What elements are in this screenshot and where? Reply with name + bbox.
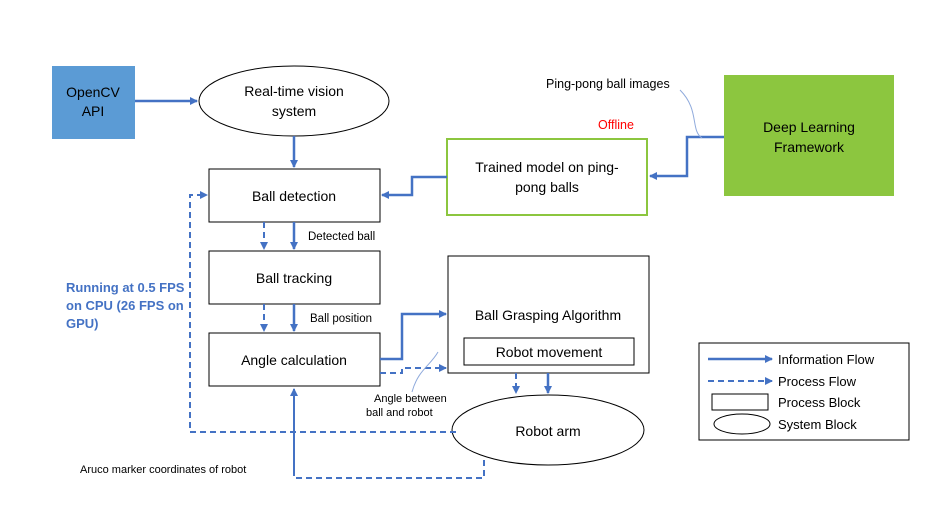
legend-system-block-label: System Block (778, 417, 857, 432)
ball-grasping-node: Ball Grasping Algorithm Robot movement (447, 255, 650, 374)
deep-learning-node: Deep Learning Framework (724, 75, 894, 196)
aruco-text: Aruco marker coordinates of robot (80, 464, 246, 476)
arrow-angle-to-grasping (380, 310, 447, 361)
dashed-arm-to-detection (189, 191, 456, 433)
leader-angle-between (411, 351, 439, 393)
angle-between-text-1: Angle between (374, 393, 447, 405)
ball-position-text: Ball position (310, 313, 372, 325)
realtime-vision-label-2: system (272, 103, 316, 119)
ball-tracking-label: Ball tracking (256, 270, 332, 286)
angle-calculation-label: Angle calculation (241, 352, 347, 368)
ping-pong-images-text: Ping-pong ball images (546, 77, 670, 91)
ball-detection-label: Ball detection (252, 188, 336, 204)
arrow-deep-learning-to-model (649, 135, 724, 180)
robot-arm-node: Robot arm (451, 394, 645, 466)
robot-arm-label: Robot arm (515, 423, 580, 439)
robot-movement-node (463, 337, 635, 366)
ball-tracking-node: Ball tracking (208, 250, 381, 305)
ball-detection-node: Ball detection (208, 168, 381, 223)
running-fps-note: Running at 0.5 FPS on CPU (26 FPS on GPU… (66, 280, 185, 331)
opencv-api-node: OpenCV API (52, 66, 135, 139)
running-text-3: GPU) (66, 316, 99, 331)
realtime-vision-label-1: Real-time vision (244, 83, 344, 99)
ball-grasping-label: Ball Grasping Algorithm (475, 307, 621, 323)
legend-information-flow-label: Information Flow (778, 352, 875, 367)
arrow-model-to-detection (381, 175, 447, 199)
robot-movement-label: Robot movement (496, 344, 603, 360)
trained-model-label-1: Trained model on ping- (475, 159, 619, 175)
leader-ping-pong (679, 89, 703, 139)
process-flow-arrows (189, 191, 520, 479)
deep-learning-label-1: Deep Learning (763, 119, 855, 135)
realtime-vision-node: Real-time vision system (198, 65, 390, 137)
running-text-1: Running at 0.5 FPS (66, 280, 185, 295)
trained-model-label-2: pong balls (515, 179, 579, 195)
running-text-2: on CPU (26 FPS on (66, 298, 184, 313)
information-flow-arrows (135, 97, 724, 394)
legend-process-block-swatch (711, 393, 769, 411)
opencv-api-label-2: API (82, 103, 105, 119)
leader-lines (411, 89, 703, 393)
legend-process-flow-label: Process Flow (778, 374, 857, 389)
legend: Information Flow Process Flow Process Bl… (698, 342, 910, 441)
angle-between-text-2: ball and robot (366, 407, 433, 419)
dashed-aruco-loop (293, 460, 485, 479)
opencv-api-label-1: OpenCV (66, 84, 120, 100)
dashed-angle-to-grasping (380, 364, 447, 374)
deep-learning-label-2: Framework (774, 139, 845, 155)
legend-process-block-label: Process Block (778, 395, 861, 410)
offline-text: Offline (598, 118, 634, 132)
detected-ball-text: Detected ball (308, 231, 375, 243)
legend-system-block-swatch (713, 413, 771, 435)
angle-calculation-node: Angle calculation (208, 332, 381, 387)
trained-model-node: Trained model on ping- pong balls (446, 138, 648, 216)
